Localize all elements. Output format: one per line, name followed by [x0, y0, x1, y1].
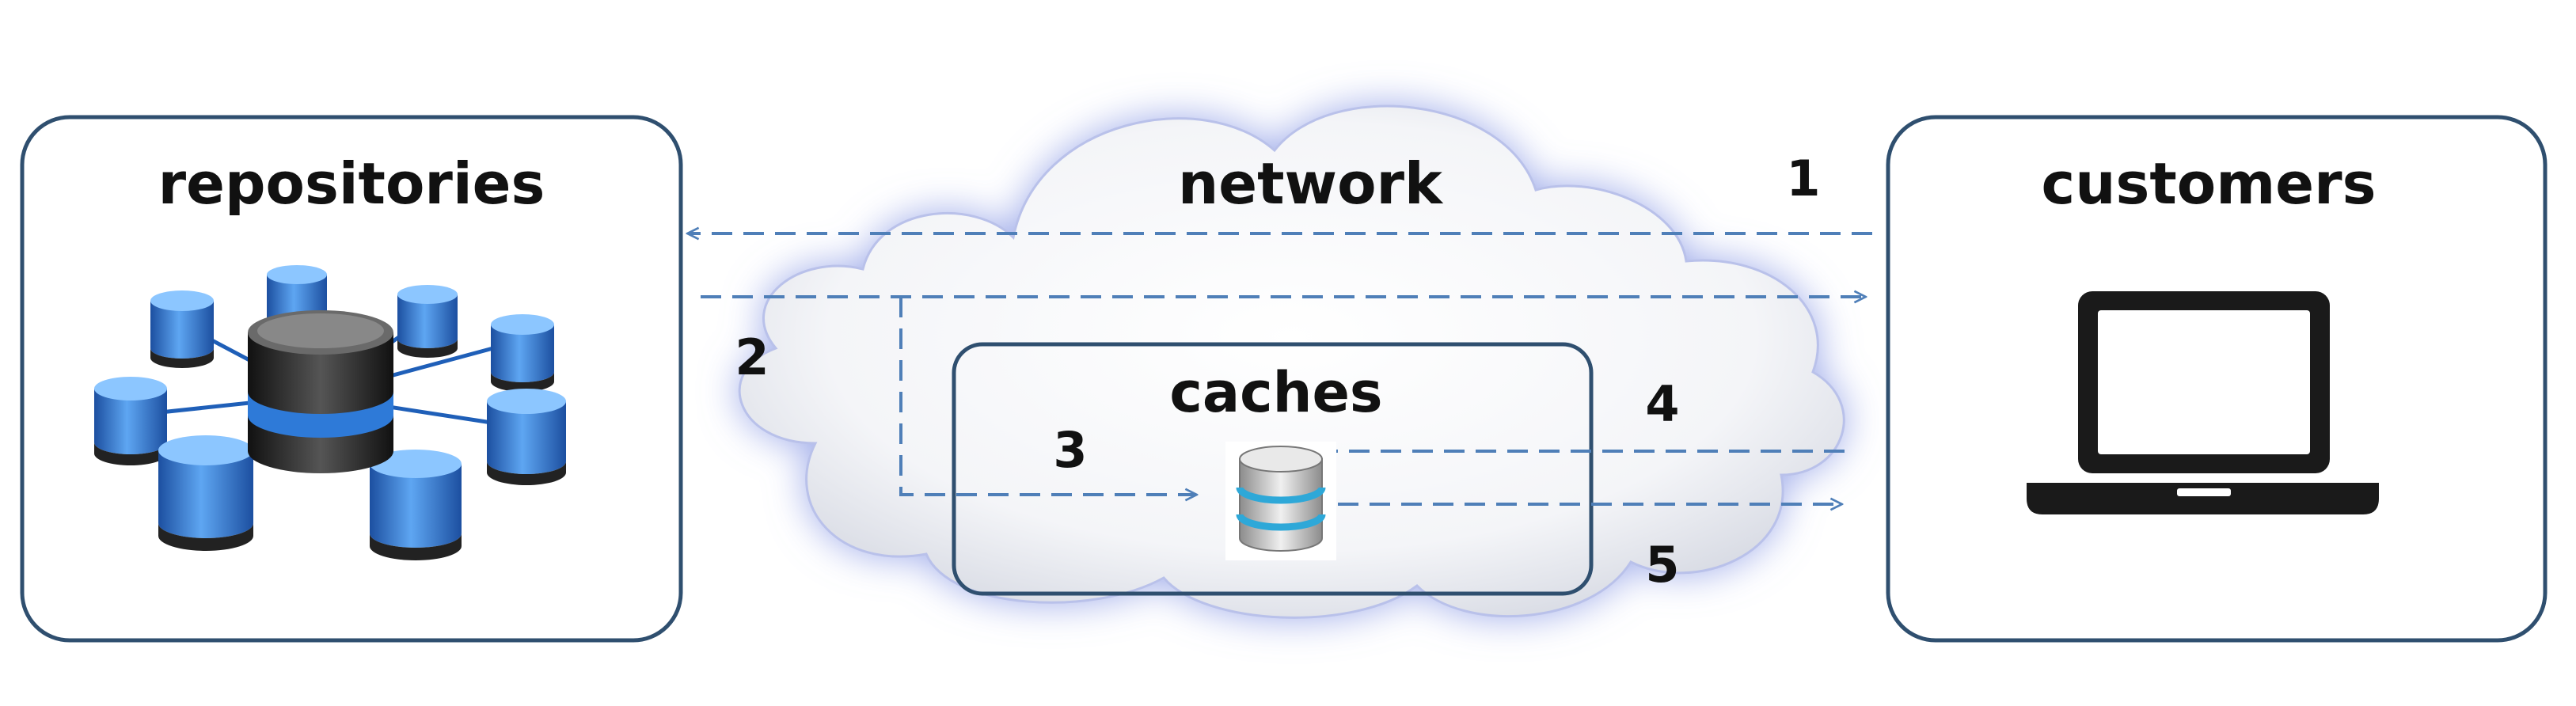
database-icon [1225, 442, 1336, 560]
step-1-label: 1 [1786, 150, 1820, 207]
central-database-icon [248, 310, 393, 473]
customers-label: customers [2042, 150, 2377, 217]
small-database-icon [150, 290, 214, 368]
arrows [689, 233, 1872, 504]
step-5-label: 5 [1645, 536, 1679, 594]
small-database-icon [491, 314, 554, 392]
arrow-3-to-cache [899, 297, 1195, 495]
small-database-icon [94, 377, 167, 465]
step-4-label: 4 [1645, 375, 1679, 433]
step-2-label: 2 [735, 328, 769, 386]
small-database-icon [370, 450, 462, 560]
caches-box [952, 342, 1594, 596]
step-3-label: 3 [1053, 421, 1087, 479]
repositories-label: repositories [158, 150, 545, 217]
laptop-icon [2027, 291, 2379, 514]
caches-label: caches [1169, 360, 1382, 425]
small-database-icon [397, 285, 458, 358]
small-database-icon [487, 389, 566, 485]
database-network-icon [94, 265, 566, 560]
small-database-icon [158, 435, 253, 551]
network-label: network [1178, 150, 1444, 217]
